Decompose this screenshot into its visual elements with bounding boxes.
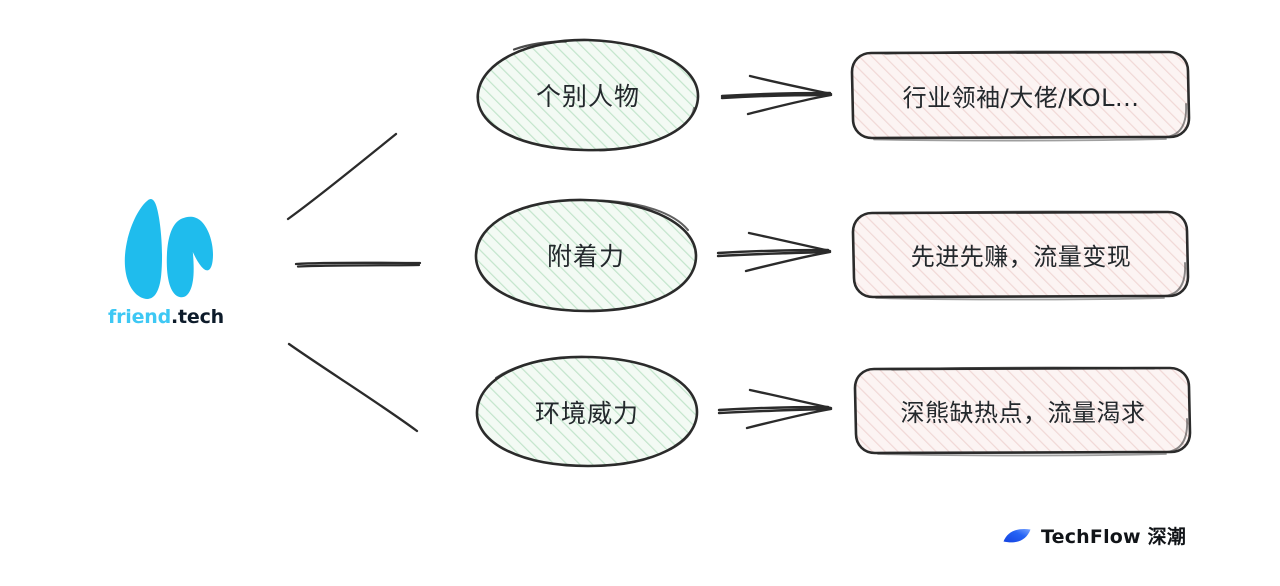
box-label-3: 深熊缺热点，流量渴求 — [900, 398, 1146, 427]
watermark-text: TechFlow 深潮 — [1041, 526, 1187, 548]
techflow-watermark: TechFlow 深潮 — [1002, 522, 1186, 549]
connector-line-top — [286, 132, 398, 221]
connector-line-bottom — [287, 342, 419, 433]
ellipse-label-3: 环境威力 — [534, 399, 639, 428]
box-label-2: 先进先赚，流量变现 — [910, 242, 1132, 271]
techflow-lens-icon — [1003, 528, 1031, 542]
friend-tech-butterfly-icon — [124, 199, 214, 299]
wordmark-tech: .tech — [170, 306, 224, 328]
box-label-1: 行业领袖/大佬/KOL... — [902, 83, 1140, 112]
friend-tech-brand: friend.tech — [96, 196, 236, 342]
ellipse-label-1: 个别人物 — [535, 82, 640, 111]
wordmark-friend: friend — [108, 306, 171, 328]
arrow-2 — [716, 231, 832, 273]
arrow-1 — [720, 74, 833, 116]
ellipse-label-2: 附着力 — [546, 242, 625, 271]
connector-line-middle — [294, 261, 422, 268]
friend-tech-wordmark: friend.tech — [96, 306, 236, 328]
arrow-3 — [717, 388, 833, 430]
